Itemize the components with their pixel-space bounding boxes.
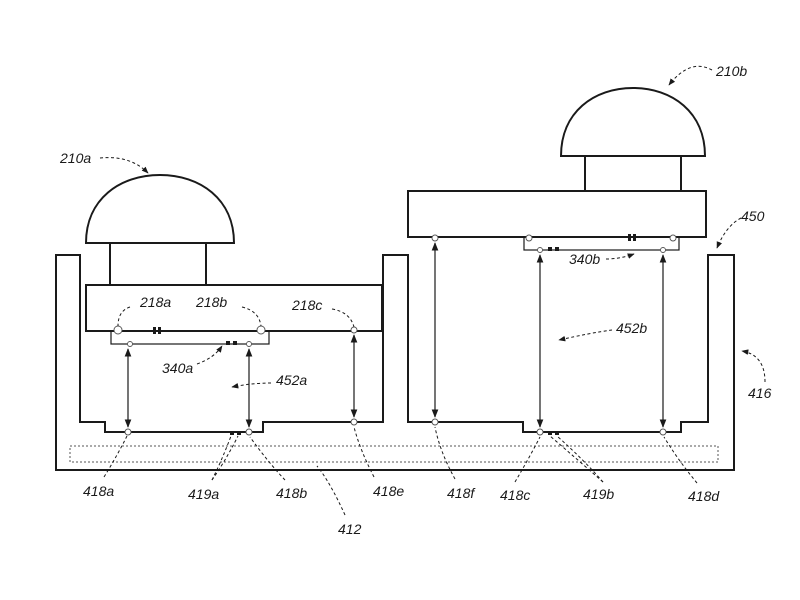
stem-210a xyxy=(109,242,207,286)
sensor-218c xyxy=(350,326,358,334)
sensor-pad-340b-left xyxy=(537,247,543,253)
marker-218-pair-b xyxy=(158,327,161,334)
marker-419b-dot-2 xyxy=(555,431,559,435)
leader-416 xyxy=(741,349,766,383)
label-452a: 452a xyxy=(276,372,307,388)
marker-340a-dot-2 xyxy=(233,341,237,345)
sensor-top-right-3 xyxy=(669,234,677,242)
marker-218-pair-a xyxy=(153,327,156,334)
sensor-418f xyxy=(431,418,439,426)
sensor-418e xyxy=(350,418,358,426)
label-450: 450 xyxy=(741,208,765,224)
marker-419b-dot-1 xyxy=(548,431,552,435)
sensor-pad-340a-right xyxy=(246,341,252,347)
marker-340b-dot-1 xyxy=(548,247,552,251)
marker-419a-dot-1 xyxy=(230,431,234,435)
label-340a: 340a xyxy=(162,360,193,376)
marker-340a-dot-1 xyxy=(226,341,230,345)
leader-412 xyxy=(316,465,346,516)
base-tray-412 xyxy=(55,254,735,471)
marker-340b-dot-2 xyxy=(555,247,559,251)
leader-210a xyxy=(99,157,149,174)
leader-210b xyxy=(668,65,713,86)
label-210a: 210a xyxy=(59,150,91,166)
sensor-218b xyxy=(256,325,266,335)
leader-418a xyxy=(103,435,128,478)
sensor-418d xyxy=(659,428,667,436)
marker-340b-pair-a xyxy=(628,234,631,241)
label-418f: 418f xyxy=(447,485,476,501)
sensor-strip-340a xyxy=(110,330,270,345)
leader-450 xyxy=(716,217,742,249)
stem-210b xyxy=(584,155,682,192)
label-419b: 419b xyxy=(583,486,614,502)
leader-452b xyxy=(558,329,613,342)
label-418a: 418a xyxy=(83,483,114,499)
label-210b: 210b xyxy=(715,63,747,79)
label-419a: 419a xyxy=(188,486,219,502)
sensor-pad-340b-right xyxy=(660,247,666,253)
label-418b: 418b xyxy=(276,485,307,501)
label-416: 416 xyxy=(748,385,772,401)
sensor-strip-340b xyxy=(523,236,680,251)
sensor-pad-340a-left xyxy=(127,341,133,347)
label-452b: 452b xyxy=(616,320,647,336)
label-218b: 218b xyxy=(195,294,227,310)
leader-218c xyxy=(331,308,355,328)
sensor-418a xyxy=(124,428,132,436)
leader-418d xyxy=(663,436,698,484)
plate-right xyxy=(407,190,707,238)
leader-452a xyxy=(231,382,272,389)
leader-419a-2 xyxy=(211,435,239,481)
sensor-218a xyxy=(113,325,123,335)
leader-418e xyxy=(353,426,375,478)
label-218c: 218c xyxy=(291,297,322,313)
leader-218b xyxy=(241,306,262,327)
label-418e: 418e xyxy=(373,483,404,499)
dome-210b xyxy=(559,86,707,157)
label-218a: 218a xyxy=(139,294,171,310)
leader-218a xyxy=(117,306,131,327)
leader-340b xyxy=(605,253,635,260)
marker-340b-pair-b xyxy=(633,234,636,241)
base-inner-layer xyxy=(69,445,719,463)
leader-419b-1 xyxy=(549,435,604,483)
plate-left xyxy=(85,284,383,332)
leader-418f xyxy=(434,426,456,480)
sensor-418c xyxy=(536,428,544,436)
leader-419b-2 xyxy=(556,435,604,483)
label-340b: 340b xyxy=(569,251,600,267)
label-418c: 418c xyxy=(500,487,530,503)
sensor-top-right-2 xyxy=(525,234,533,242)
label-412: 412 xyxy=(338,521,362,537)
sensor-top-right-1 xyxy=(431,234,439,242)
label-418d: 418d xyxy=(688,488,720,504)
leader-418c xyxy=(514,436,541,483)
leader-419a-1 xyxy=(211,435,232,481)
marker-419a-dot-2 xyxy=(237,431,241,435)
leader-418b xyxy=(249,436,286,481)
sensor-418b xyxy=(245,428,253,436)
leader-340a xyxy=(196,345,223,365)
dome-210a xyxy=(84,173,236,244)
